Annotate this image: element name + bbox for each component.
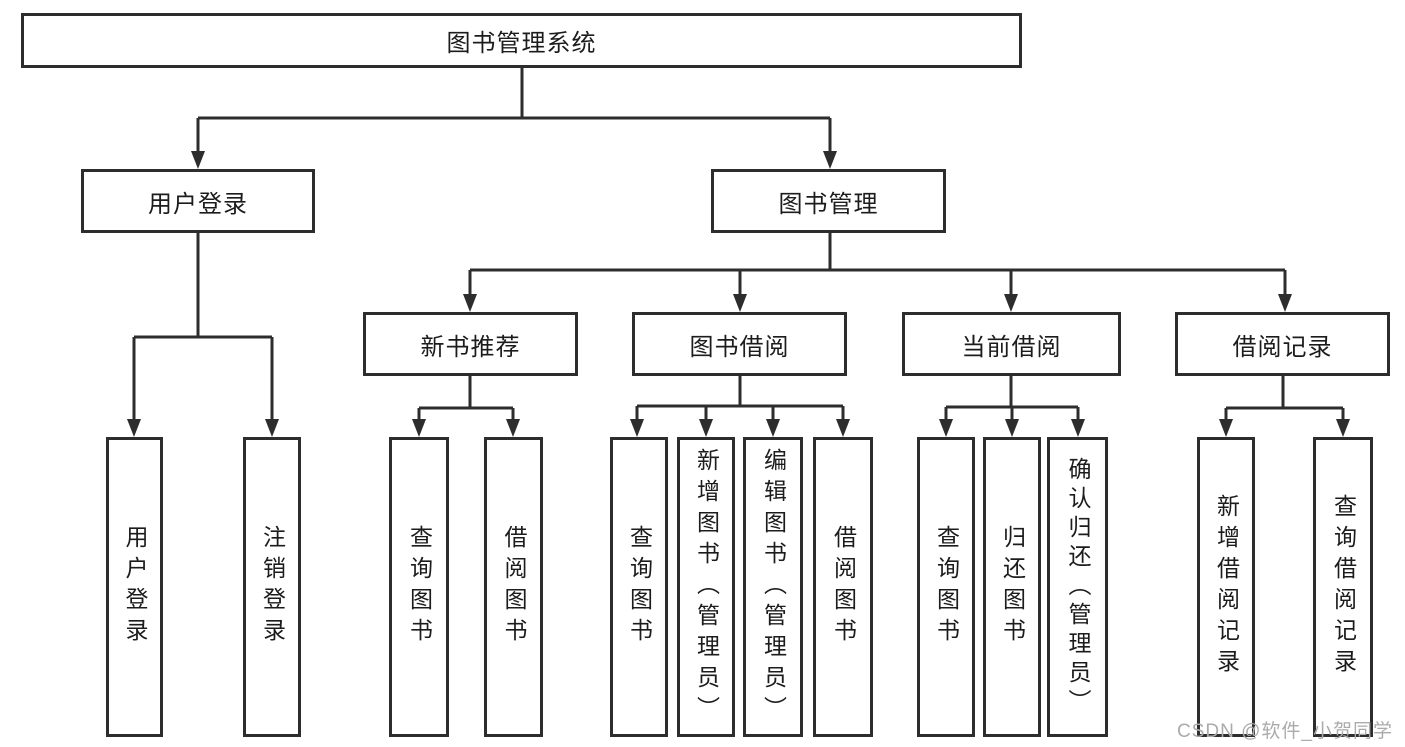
arrowhead-icon [127, 419, 141, 437]
node-library-system: 图书管理系统 [21, 13, 1022, 68]
leaf-current-confirm-return-admin: 确认归还（管理员） [1047, 437, 1108, 737]
leaf-label: 查询图书 [626, 525, 653, 649]
node-current-borrow: 当前借阅 [902, 312, 1121, 376]
leaf-label: 新增借阅记录 [1213, 494, 1240, 680]
connector-book-borrow-children [630, 376, 850, 437]
leaf-borrow-query-books: 查询图书 [610, 437, 668, 737]
watermark: CSDN @软件_小贺同学 [1177, 721, 1393, 742]
leaf-current-query-books: 查询图书 [917, 437, 975, 737]
arrowhead-icon [939, 419, 953, 437]
arrowhead-icon [1336, 419, 1350, 437]
leaf-user-login: 用户登录 [106, 437, 163, 737]
leaf-label: 查询图书 [406, 525, 433, 649]
leaf-borrow-edit-books-admin: 编辑图书（管理员） [743, 437, 803, 737]
arrowhead-icon [699, 419, 713, 437]
arrowhead-icon [506, 419, 520, 437]
node-user-login: 用户登录 [81, 169, 315, 233]
connector-borrow-records-children [1219, 376, 1350, 437]
arrowhead-icon [1004, 294, 1018, 312]
arrowhead-icon [630, 419, 644, 437]
connector-user-login-children [127, 233, 279, 437]
arrowhead-icon [463, 294, 477, 312]
arrowhead-icon [265, 419, 279, 437]
arrowhead-icon [191, 151, 205, 169]
arrowhead-icon [766, 419, 780, 437]
leaf-label: 借阅图书 [501, 525, 527, 649]
leaf-records-add-record: 新增借阅记录 [1197, 437, 1255, 737]
leaf-borrow-borrow-books: 借阅图书 [813, 437, 873, 737]
leaf-label: 编辑图书（管理员） [760, 447, 787, 727]
leaf-label: 新增图书（管理员） [693, 447, 720, 727]
arrowhead-icon [733, 294, 747, 312]
arrowhead-icon [1278, 294, 1292, 312]
arrowhead-icon [1005, 419, 1019, 437]
connector-book-management-children [463, 232, 1292, 312]
leaf-borrow-add-books-admin: 新增图书（管理员） [677, 437, 735, 737]
leaf-records-query-record: 查询借阅记录 [1313, 437, 1373, 737]
leaf-label: 借阅图书 [830, 525, 857, 649]
leaf-newbook-borrow-books: 借阅图书 [484, 437, 543, 737]
leaf-logout: 注销登录 [243, 437, 301, 737]
arrowhead-icon [823, 151, 837, 169]
leaf-newbook-query-books: 查询图书 [389, 437, 449, 737]
node-book-borrow: 图书借阅 [632, 312, 847, 376]
leaf-label: 查询借阅记录 [1330, 494, 1357, 680]
node-borrow-records: 借阅记录 [1175, 312, 1390, 376]
arrowhead-icon [1219, 419, 1233, 437]
leaf-label: 查询图书 [933, 525, 960, 649]
node-new-book-recommend: 新书推荐 [363, 312, 578, 376]
arrowhead-icon [412, 419, 426, 437]
leaf-current-return-books: 归还图书 [983, 437, 1041, 737]
arrowhead-icon [836, 419, 850, 437]
leaf-label: 注销登录 [259, 525, 286, 649]
leaf-label: 归还图书 [999, 525, 1026, 649]
arrowhead-icon [1071, 419, 1085, 437]
connector-root-to-level2 [191, 68, 837, 169]
node-book-management: 图书管理 [711, 169, 946, 233]
leaf-label: 用户登录 [122, 525, 148, 649]
connector-current-borrow-children [939, 376, 1085, 437]
leaf-label: 确认归还（管理员） [1065, 456, 1091, 718]
connector-new-book-children [412, 376, 520, 437]
